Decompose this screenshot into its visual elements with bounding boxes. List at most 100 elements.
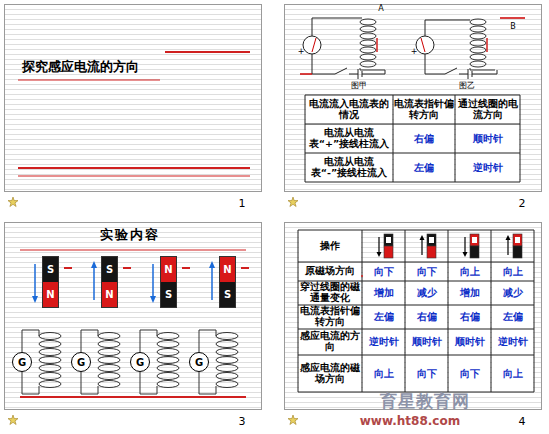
bar-magnet: NS [160, 256, 177, 308]
current-arrow [486, 38, 488, 52]
table-cell: 向下 [406, 356, 447, 391]
table-cell: 逆时针 [492, 330, 533, 354]
coil-lead [22, 330, 39, 352]
coil-winding [157, 341, 179, 348]
coil-winding [39, 341, 61, 348]
coil-winding [216, 357, 238, 364]
red-dash [64, 267, 72, 269]
magnet-pole: N [102, 282, 117, 307]
table-cell: 电流表指针偏转方向 [394, 96, 454, 123]
coil-winding [360, 33, 376, 39]
table-cell: 向上 [449, 263, 490, 280]
arrow-head [209, 261, 215, 268]
slide-background [4, 4, 262, 192]
table-cell: 电流从电流表“+”接线柱流入 [306, 125, 392, 152]
arrow-head [463, 252, 468, 257]
red-dash [182, 267, 190, 269]
galvanometer: G [12, 352, 32, 372]
coil-winding [470, 26, 486, 32]
coil-winding [98, 349, 120, 356]
text-label: 实验内容 [80, 226, 180, 244]
table-cell: 操作 [299, 231, 361, 261]
text-label: 图甲 [344, 80, 374, 92]
coil-winding [216, 381, 238, 388]
slide-number: 1 [234, 197, 250, 211]
magnet-pole: S [220, 282, 235, 307]
coil-winding [360, 19, 376, 25]
arrow-head [32, 296, 38, 303]
arrow-head [377, 252, 382, 257]
magnet-pole: S [161, 282, 176, 307]
coil-winding [470, 47, 486, 53]
coil-winding [98, 333, 120, 340]
bar-magnet: SN [42, 256, 59, 308]
magnet-mark [386, 237, 391, 243]
coil-winding [157, 365, 179, 372]
watermark: 育星教育网 [360, 393, 490, 411]
magnet-half [513, 234, 522, 246]
coil-winding [157, 373, 179, 380]
text-label: A [376, 4, 386, 14]
table-line [305, 182, 520, 183]
star-icon [288, 197, 298, 207]
red-rule [165, 51, 250, 53]
coil-winding [360, 54, 376, 60]
table-cell: 向上 [492, 263, 533, 280]
galvanometer-letter: G [77, 357, 85, 368]
magnet-mark [515, 237, 520, 243]
table-cell: 右偏 [394, 125, 454, 152]
coil-lead [22, 372, 39, 394]
coil-winding [157, 333, 179, 340]
coil-winding [360, 40, 376, 46]
magnet-pole: S [102, 257, 117, 282]
star-icon [8, 415, 18, 425]
table-cell: 左偏 [363, 306, 404, 328]
coil-winding [39, 349, 61, 356]
circuit-yi [416, 18, 525, 79]
magnet-pole: N [43, 282, 58, 307]
red-dash [123, 267, 131, 269]
table-cell: 感应电流的方向 [299, 330, 361, 354]
coil-lead [81, 330, 98, 352]
red-rule [20, 396, 246, 398]
table-cell: 左偏 [394, 154, 454, 181]
coil-winding [39, 365, 61, 372]
galvanometer-letter: G [195, 357, 203, 368]
operation-icon [463, 234, 480, 258]
coil-winding [470, 54, 486, 60]
coil-winding [39, 381, 61, 388]
star-icon [8, 197, 18, 207]
coil-winding [216, 373, 238, 380]
table-cell: 向上 [363, 356, 404, 391]
table-cell: 向下 [406, 263, 447, 280]
coil-lead [360, 68, 385, 70]
coil-winding [98, 357, 120, 364]
magnet-pole: N [161, 257, 176, 282]
coil-lead [140, 330, 157, 352]
current-arrow [376, 38, 378, 52]
slide-number: 4 [514, 415, 530, 429]
coil-winding [360, 61, 376, 67]
table-line [534, 230, 535, 392]
magnet-half [384, 246, 393, 258]
galvanometer-letter: G [18, 357, 26, 368]
magnet-mark [429, 237, 434, 243]
slide-number: 3 [234, 415, 250, 429]
coil-winding [470, 19, 486, 25]
coil-winding [216, 349, 238, 356]
table-cell: 减少 [492, 282, 533, 304]
bar-magnet: NS [219, 256, 236, 308]
red-rule [20, 250, 246, 251]
text-label: + [410, 47, 418, 57]
table-cell: 原磁场方向 [299, 263, 361, 280]
coil-winding [98, 373, 120, 380]
table-cell: 向上 [492, 356, 533, 391]
motion-arrow [34, 264, 36, 300]
table-cell: 左偏 [492, 306, 533, 328]
coil-winding [39, 333, 61, 340]
magnet-half [470, 234, 479, 246]
magnet-half [427, 234, 436, 246]
table-cell: 增加 [363, 282, 404, 304]
table-cell: 顺时针 [449, 330, 490, 354]
table-cell: 电流流入电流表的情况 [306, 96, 392, 123]
